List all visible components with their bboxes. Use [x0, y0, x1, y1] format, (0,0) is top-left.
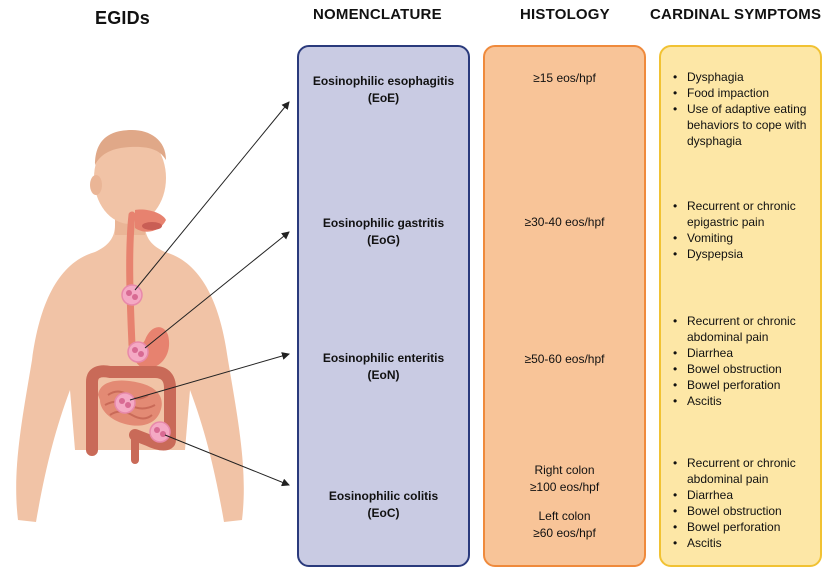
histology-region: Right colon [534, 463, 595, 477]
histology-threshold: ≥30-40 eos/hpf [524, 215, 605, 229]
symptom-item: Food impaction [671, 85, 816, 101]
symptom-item: Diarrhea [671, 345, 816, 361]
nomenclature-eoe: Eosinophilic esophagitis (EoE) [299, 73, 468, 107]
symptoms-eon: Recurrent or chronic abdominal pain Diar… [671, 313, 816, 409]
symptom-item: Bowel obstruction [671, 361, 816, 377]
histology-threshold: ≥60 eos/hpf [533, 526, 596, 540]
histology-eog: ≥30-40 eos/hpf [485, 214, 644, 231]
symptom-item: Diarrhea [671, 487, 816, 503]
nomenclature-eon: Eosinophilic enteritis (EoN) [299, 350, 468, 384]
arrow-to-eog [144, 231, 290, 349]
symptoms-eog: Recurrent or chronic epigastric pain Vom… [671, 198, 816, 262]
histology-eoc: Right colon ≥100 eos/hpf Left colon ≥60 … [485, 462, 644, 542]
arrow-to-eoe [134, 101, 290, 291]
hair [95, 130, 166, 165]
symptom-item: Recurrent or chronic abdominal pain [671, 455, 816, 487]
histology-column: ≥15 eos/hpf ≥30-40 eos/hpf ≥50-60 eos/hp… [483, 45, 646, 567]
nomenclature-eog: Eosinophilic gastritis (EoG) [299, 215, 468, 249]
disease-abbreviation: (EoC) [367, 506, 400, 520]
eosinophil-stomach [127, 341, 149, 363]
disease-name: Eosinophilic gastritis [322, 216, 445, 230]
symptom-item: Dyspepsia [671, 246, 816, 262]
head [94, 132, 166, 224]
symptom-item: Bowel perforation [671, 377, 816, 393]
symptom-item: Use of adaptive eating behaviors to cope… [671, 101, 816, 149]
histology-header: HISTOLOGY [520, 6, 610, 23]
eosinophil-small-intestine [114, 392, 136, 414]
symptom-item: Vomiting [671, 230, 816, 246]
arrow-to-eon [129, 352, 290, 401]
egids-header: EGIDs [95, 8, 151, 28]
symptom-item: Ascitis [671, 393, 816, 409]
disease-abbreviation: (EoE) [367, 91, 400, 105]
symptom-item: Recurrent or chronic abdominal pain [671, 313, 816, 345]
disease-abbreviation: (EoN) [367, 368, 400, 382]
cardinal-symptoms-column: Dysphagia Food impaction Use of adaptive… [659, 45, 822, 567]
symptom-item: Ascitis [671, 535, 816, 551]
nomenclature-column: Eosinophilic esophagitis (EoE) Eosinophi… [297, 45, 470, 567]
symptom-item: Bowel obstruction [671, 503, 816, 519]
symptom-item: Dysphagia [671, 69, 816, 85]
eosinophil-colon [149, 421, 171, 443]
histology-eon: ≥50-60 eos/hpf [485, 351, 644, 368]
disease-abbreviation: (EoG) [367, 233, 400, 247]
esophagus [126, 211, 136, 349]
disease-name: Eosinophilic enteritis [322, 351, 445, 365]
histology-eoe: ≥15 eos/hpf [485, 70, 644, 87]
symptoms-eoc: Recurrent or chronic abdominal pain Diar… [671, 455, 816, 551]
colon [86, 365, 176, 456]
histology-region: Left colon [538, 509, 591, 523]
tongue [142, 222, 162, 230]
symptom-item: Recurrent or chronic epigastric pain [671, 198, 816, 230]
symptom-item: Bowel perforation [671, 519, 816, 535]
eosinophil-esophagus [121, 284, 143, 306]
nomenclature-header: NOMENCLATURE [313, 6, 442, 23]
histology-threshold: ≥15 eos/hpf [533, 71, 596, 85]
human-digestive-tract-illustration [16, 101, 290, 522]
symptoms-eoe: Dysphagia Food impaction Use of adaptive… [671, 69, 816, 149]
cardinal-symptoms-header: CARDINAL SYMPTOMS [650, 6, 822, 23]
disease-name: Eosinophilic colitis [328, 489, 439, 503]
histology-threshold: ≥50-60 eos/hpf [524, 352, 605, 366]
arrow-to-eoc [164, 434, 290, 487]
histology-threshold: ≥100 eos/hpf [529, 480, 600, 494]
ear [90, 175, 102, 195]
disease-name: Eosinophilic esophagitis [312, 74, 455, 88]
nomenclature-eoc: Eosinophilic colitis (EoC) [299, 488, 468, 522]
